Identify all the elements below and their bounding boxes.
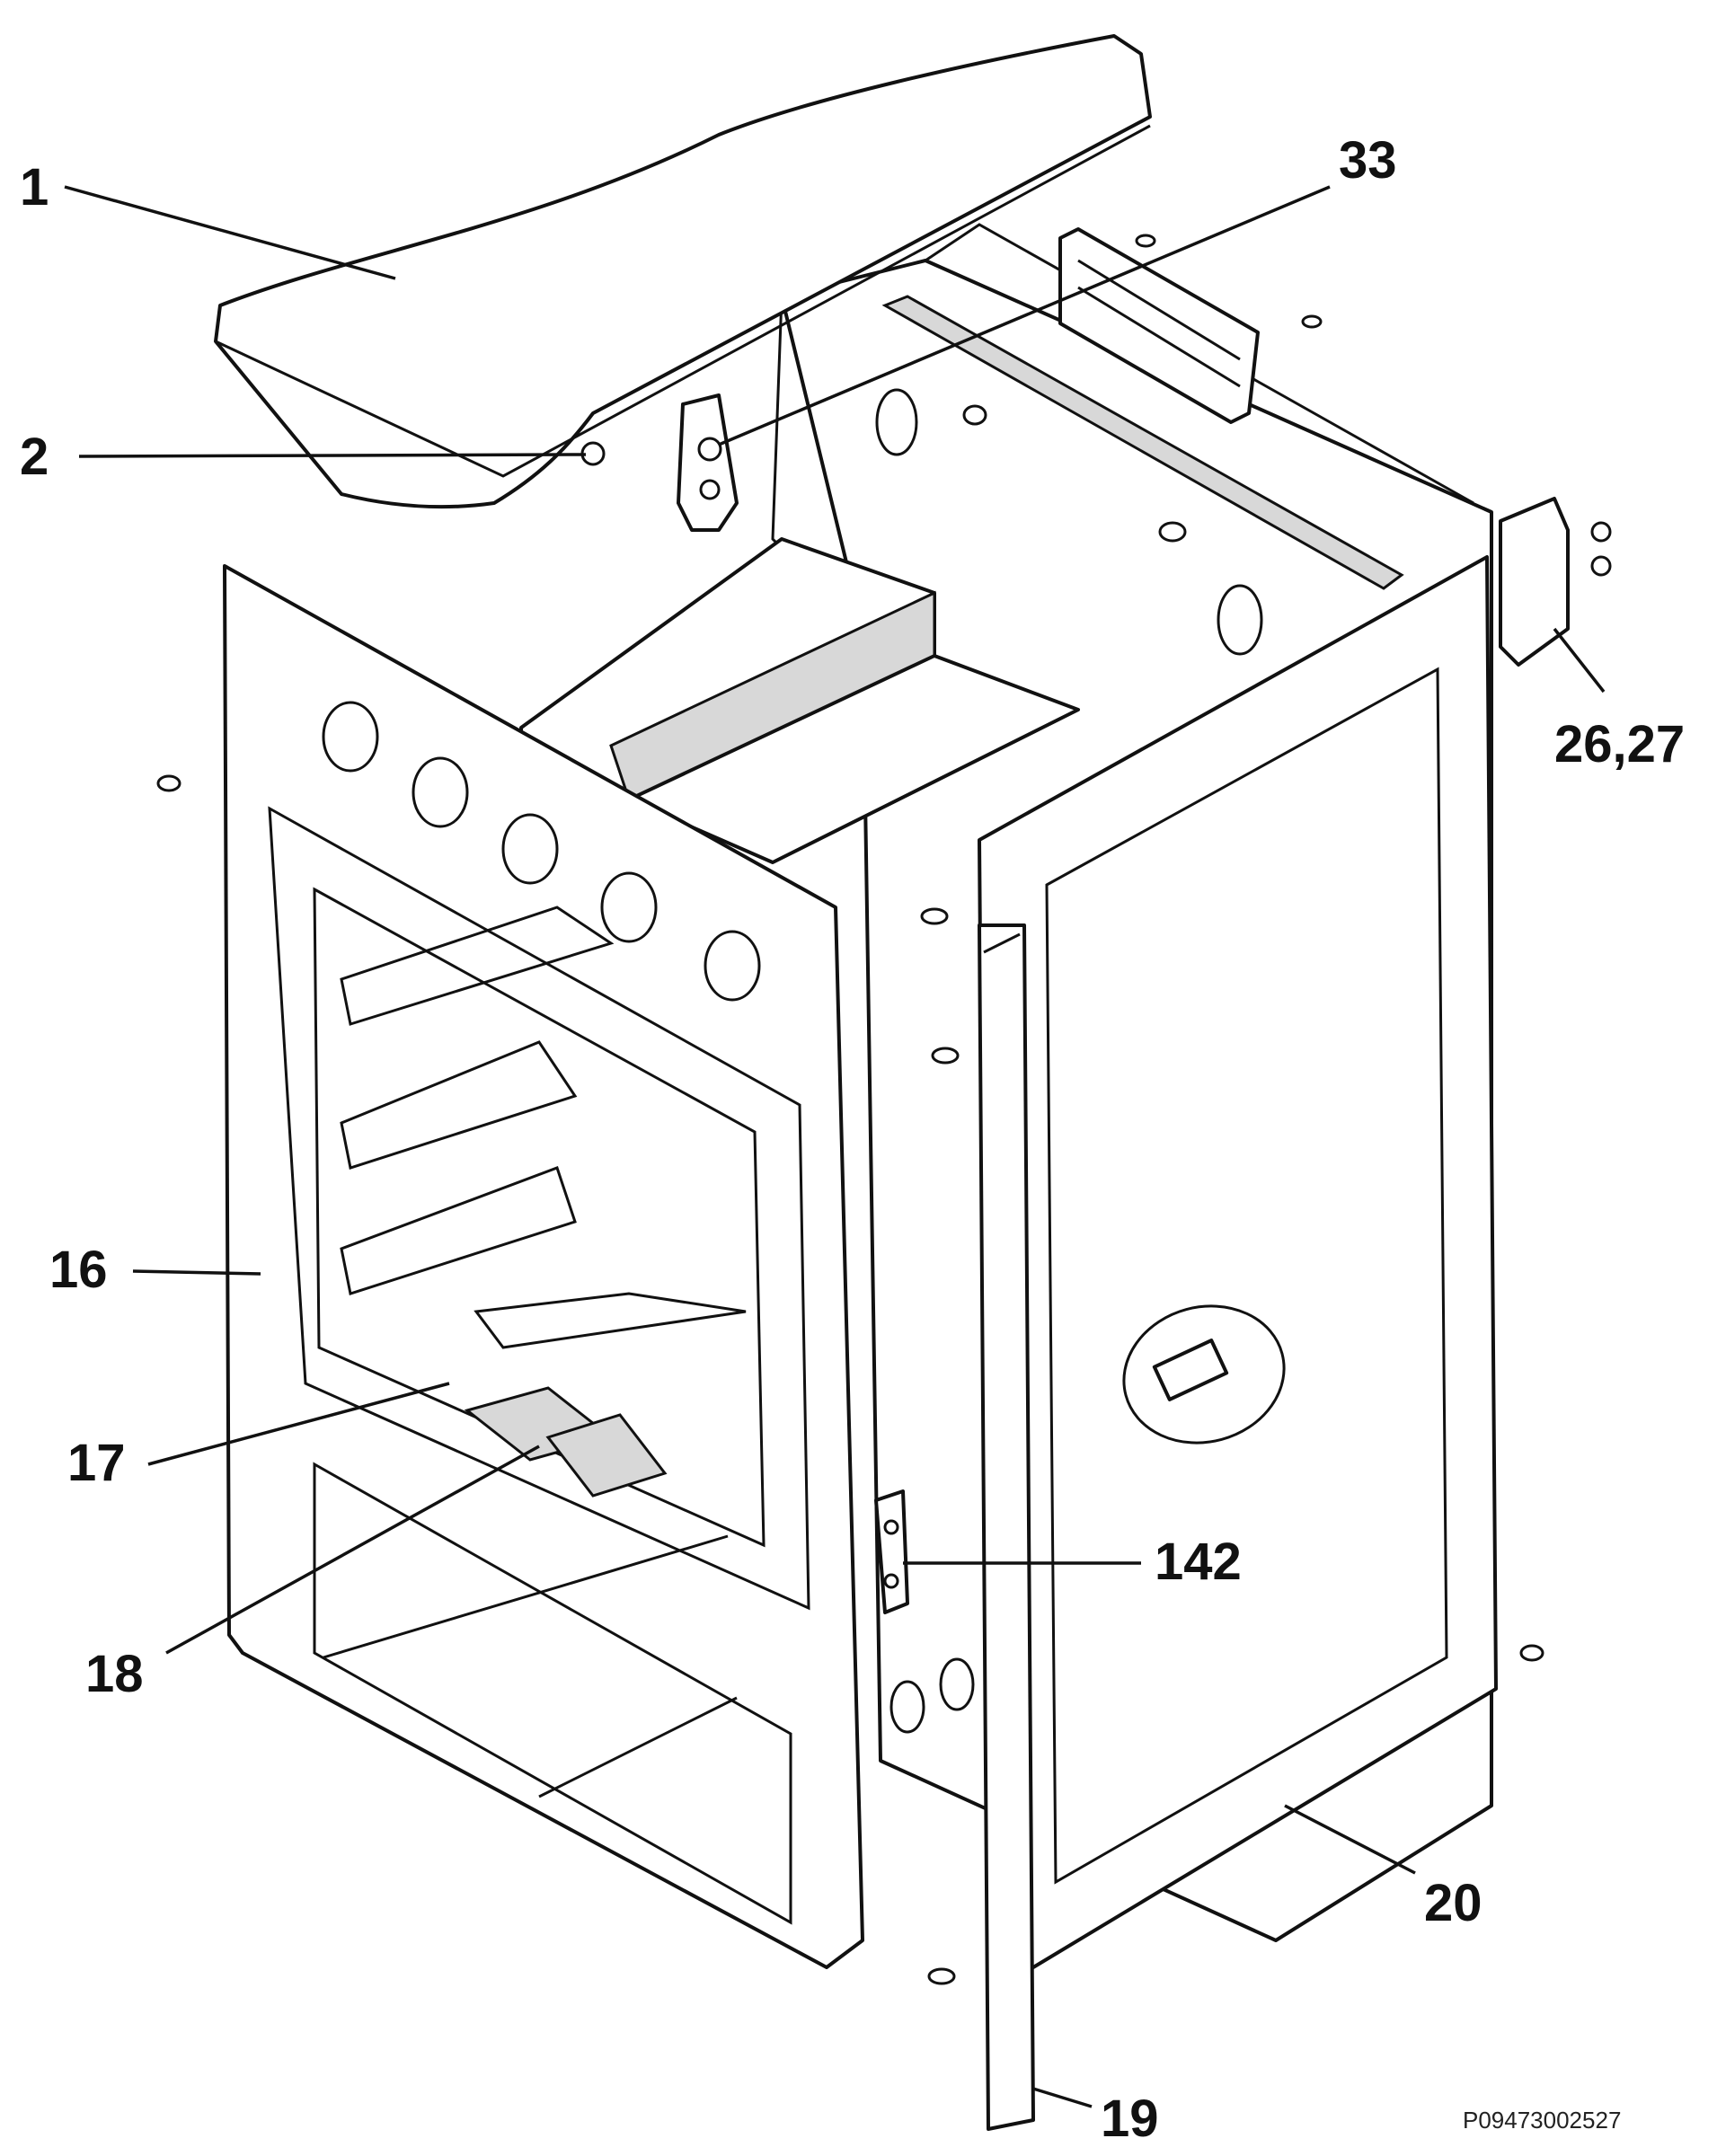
right-side-bracket: [1463, 497, 1612, 667]
drawing-code: P09473002527: [1463, 2107, 1622, 2134]
callout-33: 33: [1339, 131, 1397, 190]
callout-26-27: 26,27: [1554, 715, 1686, 773]
callout-19: 19: [1101, 2090, 1159, 2148]
hinge-142: [874, 1489, 909, 1614]
callout-20: 20: [1424, 1874, 1482, 1932]
leader-lines: [64, 185, 1606, 2108]
insulation-block: [519, 537, 1080, 864]
top-lid: [214, 34, 1152, 509]
top-bracket: [1058, 227, 1260, 424]
callout-16: 16: [49, 1241, 108, 1299]
callout-1: 1: [20, 158, 49, 216]
callout-18: 18: [85, 1645, 144, 1703]
callout-17: 17: [67, 1434, 126, 1492]
front-frame: [223, 564, 864, 1969]
rear-rail: [881, 295, 1404, 590]
left-hinge-bracket: [677, 393, 739, 532]
front-strip: [978, 923, 1035, 2131]
screws: [156, 234, 1544, 1985]
callout-142: 142: [1155, 1533, 1242, 1591]
callout-2: 2: [20, 428, 49, 486]
